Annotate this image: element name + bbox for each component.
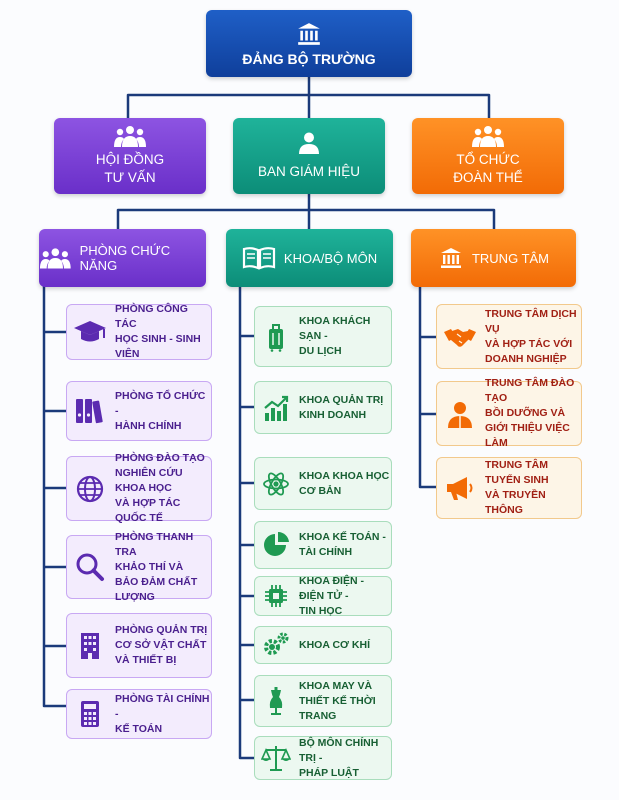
faculty-basic-sciences: KHOA KHOA HỌC CƠ BẢN (254, 457, 392, 510)
dept-inspection-quality: PHÒNG THANH TRA KHẢO THÍ VÀ BẢO ĐẢM CHẤT… (66, 531, 212, 603)
node-label-line2: TƯ VẤN (104, 170, 156, 185)
scales-icon (261, 743, 291, 773)
card-text: KHOA KHOA HỌC CƠ BẢN (299, 469, 390, 497)
pie-chart-icon (261, 530, 291, 560)
people-group-icon (114, 126, 146, 147)
faculty-mechanical: KHOA CƠ KHÍ (254, 626, 392, 664)
card-text: BỘ MÔN CHÍNH TRỊ - PHÁP LUẬT (299, 736, 379, 779)
card-text: PHÒNG CÔNG TÁC HỌC SINH - SINH VIÊN (115, 303, 201, 360)
dept-politics-law: BỘ MÔN CHÍNH TRỊ - PHÁP LUẬT (254, 736, 392, 780)
open-book-icon (242, 247, 276, 270)
office-building-icon (73, 631, 107, 661)
card-text: KHOA KẾ TOÁN - TÀI CHÍNH (299, 531, 386, 558)
worker-icon (443, 399, 477, 429)
faculty-business-admin: KHOA QUẢN TRỊ KINH DOANH (254, 381, 392, 434)
node-label-line1: HỘI ĐỒNG (95, 152, 165, 167)
dress-form-icon (261, 686, 291, 716)
header-label: TRUNG TÂM (471, 250, 550, 266)
center-training-employment: TRUNG TÂM ĐÀO TẠO BỒI DƯỠNG VÀ GIỚI THIỆ… (436, 377, 582, 449)
faculty-electrical-it: KHOA ĐIỆN - ĐIỆN TỬ - TIN HỌC (254, 574, 392, 617)
growth-chart-icon (261, 393, 291, 423)
globe-icon (73, 474, 107, 504)
header-functional-departments: PHÒNG CHỨC NĂNG (39, 229, 206, 287)
root-node: ĐẢNG BỘ TRƯỜNG (206, 10, 412, 77)
card-text: PHÒNG TỔ CHỨC - HÀNH CHÍNH (115, 389, 206, 432)
people-group-icon (39, 248, 71, 269)
dept-organization-admin: PHÒNG TỔ CHỨC - HÀNH CHÍNH (66, 381, 212, 441)
binders-icon (73, 396, 107, 426)
card-text: PHÒNG ĐÀO TẠO NGHIÊN CỨU KHOA HỌC VÀ HỢP… (115, 452, 205, 524)
node-advisory-council: HỘI ĐỒNG TƯ VẤN (54, 118, 206, 194)
card-text: KHOA MAY VÀ THIẾT KẾ THỜI TRANG (299, 679, 376, 722)
dept-training-research: PHÒNG ĐÀO TẠO NGHIÊN CỨU KHOA HỌC VÀ HỢP… (66, 452, 212, 524)
microchip-icon (261, 581, 291, 611)
card-text: KHOA CƠ KHÍ (299, 638, 370, 651)
person-icon (299, 132, 319, 154)
header-label: PHÒNG CHỨC NĂNG (79, 243, 171, 273)
building-columns-icon (440, 248, 461, 268)
card-text: PHÒNG THANH TRA KHẢO THÍ VÀ BẢO ĐẢM CHẤT… (115, 530, 198, 603)
megaphone-icon (443, 473, 477, 503)
header-faculties: KHOA/BỘ MÔN (226, 229, 393, 287)
magnifier-icon (73, 552, 107, 582)
center-admissions-communication: TRUNG TÂM TUYỂN SINH VÀ TRUYỀN THÔNG (436, 457, 582, 519)
header-centers: TRUNG TÂM (411, 229, 576, 287)
card-text: TRUNG TÂM TUYỂN SINH VÀ TRUYỀN THÔNG (485, 459, 549, 516)
faculty-accounting-finance: KHOA KẾ TOÁN - TÀI CHÍNH (254, 521, 392, 569)
node-board-of-rectors: BAN GIÁM HIỆU (233, 118, 385, 194)
node-label-line1: TỔ CHỨC (456, 152, 520, 167)
root-label: ĐẢNG BỘ TRƯỜNG (242, 50, 376, 67)
card-text: TRUNG TÂM DỊCH VỤ VÀ HỢP TÁC VỚI DOANH N… (485, 307, 577, 365)
card-text: PHÒNG QUẢN TRỊ CƠ SỞ VẬT CHẤT VÀ THIẾT B… (115, 624, 208, 666)
dept-finance-accounting: PHÒNG TÀI CHÍNH - KẾ TOÁN (66, 689, 212, 739)
handshake-icon (443, 322, 477, 352)
header-label: KHOA/BỘ MÔN (283, 250, 378, 266)
faculty-fashion-design: KHOA MAY VÀ THIẾT KẾ THỜI TRANG (254, 675, 392, 727)
dept-facilities: PHÒNG QUẢN TRỊ CƠ SỞ VẬT CHẤT VÀ THIẾT B… (66, 613, 212, 678)
card-text: KHOA ĐIỆN - ĐIỆN TỬ - TIN HỌC (299, 574, 364, 617)
card-text: PHÒNG TÀI CHÍNH - KẾ TOÁN (115, 692, 210, 735)
building-columns-icon (298, 22, 320, 45)
node-mass-organizations: TỔ CHỨC ĐOÀN THỂ (412, 118, 564, 194)
faculty-hotel-tourism: KHOA KHÁCH SẠN - DU LỊCH (254, 306, 392, 367)
people-group-icon (472, 126, 504, 147)
center-business-cooperation: TRUNG TÂM DỊCH VỤ VÀ HỢP TÁC VỚI DOANH N… (436, 304, 582, 369)
card-text: KHOA KHÁCH SẠN - DU LỊCH (299, 315, 371, 357)
gears-icon (261, 630, 291, 660)
card-text: TRUNG TÂM ĐÀO TẠO BỒI DƯỠNG VÀ GIỚI THIỆ… (485, 377, 575, 449)
dept-student-affairs: PHÒNG CÔNG TÁC HỌC SINH - SINH VIÊN (66, 303, 212, 360)
card-text: KHOA QUẢN TRỊ KINH DOANH (299, 393, 384, 421)
node-label-line1: BAN GIÁM HIỆU (257, 164, 360, 179)
luggage-icon (261, 322, 291, 352)
atom-icon (261, 469, 291, 499)
calculator-icon (73, 699, 107, 729)
node-label-line2: ĐOÀN THỂ (453, 170, 523, 185)
graduation-cap-icon (73, 317, 107, 347)
